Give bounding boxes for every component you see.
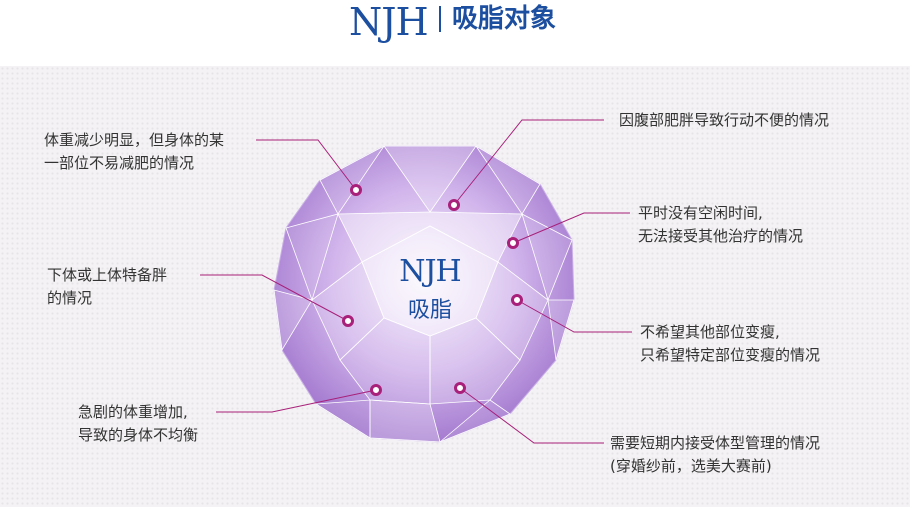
callout-6-line-1: 不希望其他部位变瘦, xyxy=(640,323,780,341)
gem-label: 吸脂 xyxy=(407,298,452,323)
callout-2: 下体或上体特备胖 的情况 xyxy=(47,264,167,310)
callout-5-line-1: 平时没有空闲时间, xyxy=(638,204,763,222)
callout-3: 急剧的体重增加, 导致的身体不均衡 xyxy=(78,401,198,447)
gem-facets xyxy=(273,145,575,443)
callout-1: 体重减少明显，但身体的某 一部位不易减肥的情况 xyxy=(44,129,224,175)
callout-7-line-2: (穿婚纱前，选美大赛前) xyxy=(610,457,772,475)
callout-5-line-2: 无法接受其他治疗的情况 xyxy=(638,227,804,245)
callout-1-line-2: 一部位不易减肥的情况 xyxy=(44,154,195,172)
callout-leaders xyxy=(200,119,632,444)
callout-6-line-2: 只希望特定部位变瘦的情况 xyxy=(640,346,821,364)
callout-2-line-2: 的情况 xyxy=(47,289,93,307)
callout-5: 平时没有空闲时间, 无法接受其他治疗的情况 xyxy=(638,202,803,248)
callout-4-line-1: 因腹部肥胖导致行动不便的情况 xyxy=(619,111,830,129)
header-divider xyxy=(439,6,441,32)
gem-brand: NJH xyxy=(399,254,461,289)
callout-3-line-2: 导致的身体不均衡 xyxy=(78,426,199,444)
callout-3-line-1: 急剧的体重增加, xyxy=(78,403,188,421)
page-header: NJH 吸脂对象 xyxy=(0,0,910,66)
callout-1-line-1: 体重减少明显，但身体的某 xyxy=(44,131,225,149)
page-title: 吸脂对象 xyxy=(452,4,557,34)
callout-4: 因腹部肥胖导致行动不便的情况 xyxy=(619,109,829,132)
callout-2-line-1: 下体或上体特备胖 xyxy=(47,266,168,284)
callout-6: 不希望其他部位变瘦, 只希望特定部位变瘦的情况 xyxy=(640,321,820,367)
brand-logo: NJH xyxy=(349,0,429,44)
callout-7-line-1: 需要短期内接受体型管理的情况 xyxy=(610,434,821,452)
callout-dots xyxy=(342,184,523,396)
callout-7: 需要短期内接受体型管理的情况 (穿婚纱前，选美大赛前) xyxy=(610,432,820,478)
